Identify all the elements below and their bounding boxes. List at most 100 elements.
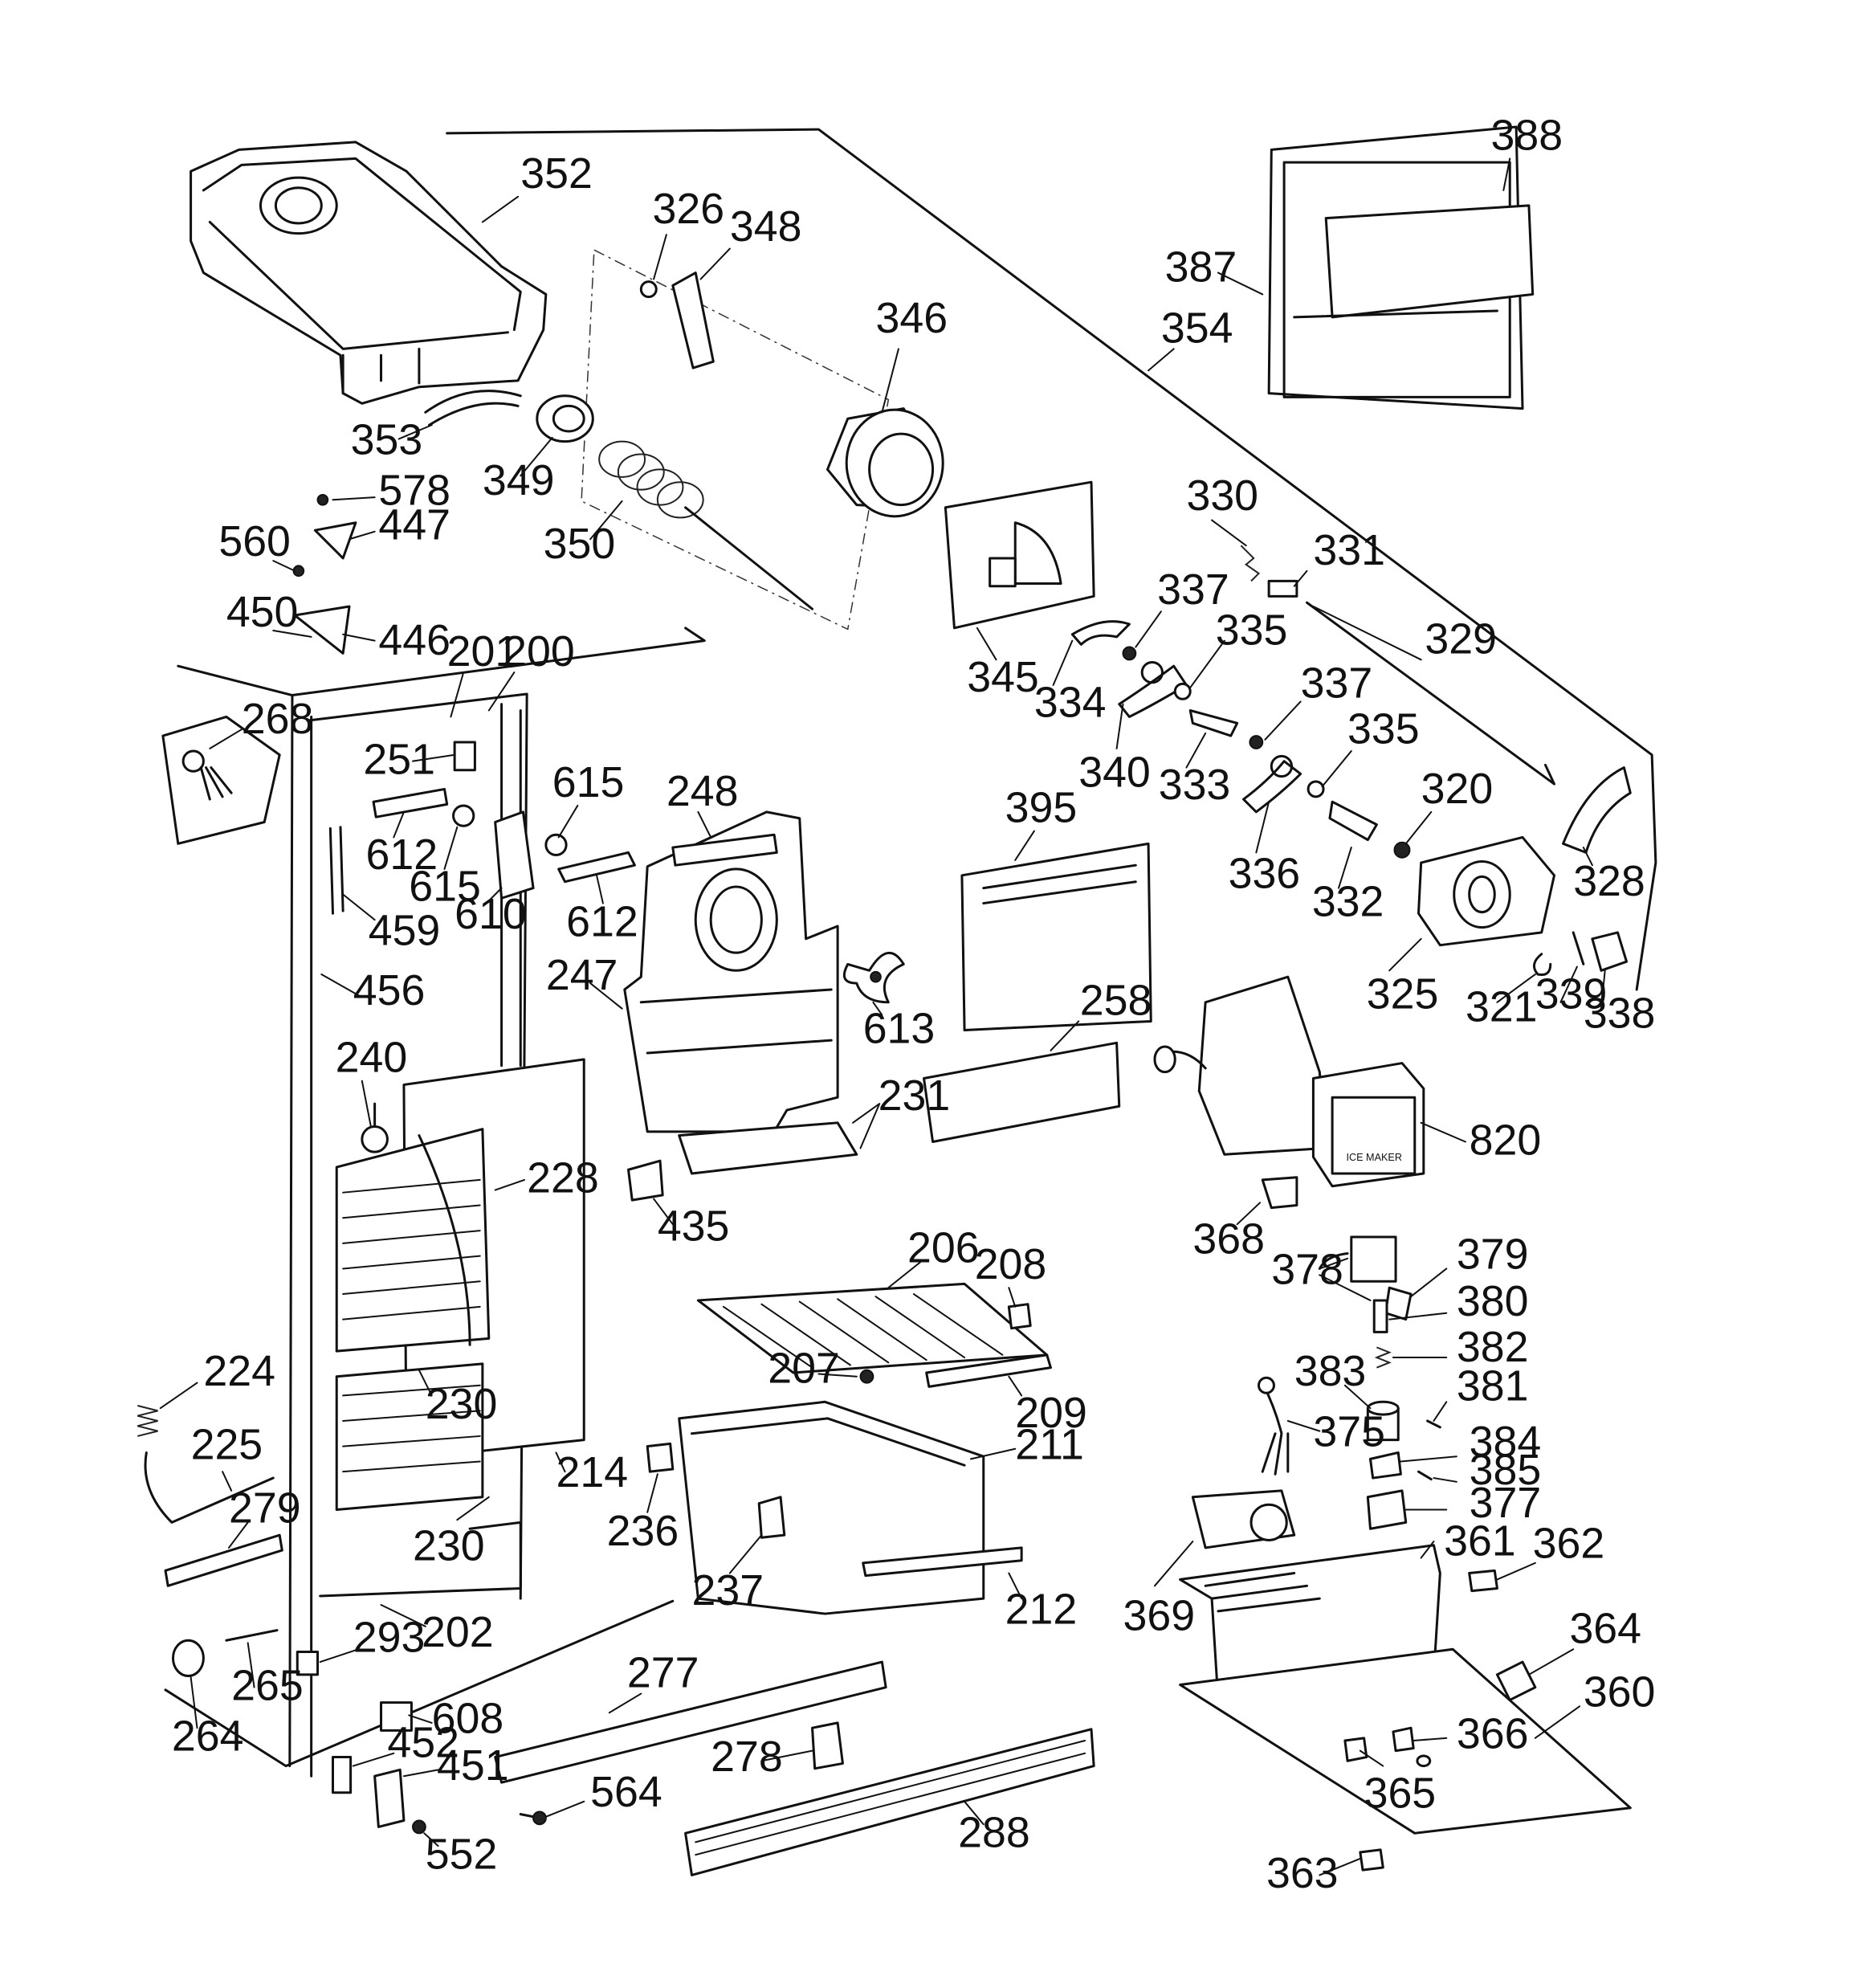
ice-maker: ICE MAKER xyxy=(1155,977,1424,1186)
part-label-248: 248 xyxy=(667,767,739,815)
connector-435 xyxy=(629,1161,663,1200)
part-label-608: 608 xyxy=(432,1695,504,1743)
part-label-230-lower: 230 xyxy=(413,1522,485,1570)
solenoid-378 xyxy=(1319,1237,1396,1281)
blade-332 xyxy=(1330,802,1376,839)
part-label-450: 450 xyxy=(226,588,299,636)
part-label-368: 368 xyxy=(1192,1214,1265,1263)
part-label-335-lower: 335 xyxy=(1347,705,1420,753)
drain-spring-224 xyxy=(137,1406,157,1436)
clip-237 xyxy=(759,1497,785,1538)
part-label-331: 331 xyxy=(1313,526,1385,574)
strip-459 xyxy=(330,827,343,913)
part-label-612-left: 612 xyxy=(366,831,438,879)
hinge-451 xyxy=(375,1770,404,1827)
part-label-378: 378 xyxy=(1271,1245,1343,1293)
part-label-329: 329 xyxy=(1425,614,1497,663)
part-label-214: 214 xyxy=(556,1448,628,1496)
part-label-293: 293 xyxy=(353,1613,426,1661)
spacer-337b xyxy=(1249,736,1262,749)
channel-279 xyxy=(165,1535,282,1586)
part-label-379: 379 xyxy=(1457,1230,1529,1278)
part-label-382: 382 xyxy=(1457,1323,1529,1371)
motor-mounting-plate-345 xyxy=(945,482,1094,628)
part-label-377: 377 xyxy=(1470,1479,1542,1527)
auger-coupler xyxy=(537,396,593,442)
part-label-362: 362 xyxy=(1533,1520,1605,1568)
part-label-380: 380 xyxy=(1457,1277,1529,1325)
part-label-361: 361 xyxy=(1444,1517,1516,1565)
clip-278 xyxy=(813,1723,843,1769)
part-label-237: 237 xyxy=(691,1566,764,1614)
bracket-612a xyxy=(373,789,447,817)
part-label-447: 447 xyxy=(378,500,450,549)
part-label-202: 202 xyxy=(422,1608,494,1656)
cylinder-383 xyxy=(1368,1402,1398,1439)
part-label-613: 613 xyxy=(863,1004,936,1052)
part-label-383: 383 xyxy=(1294,1347,1367,1395)
part-label-369: 369 xyxy=(1123,1592,1195,1640)
part-label-265: 265 xyxy=(231,1661,304,1709)
axle-265 xyxy=(226,1631,277,1641)
retainer-321 xyxy=(1534,954,1550,975)
part-label-339: 339 xyxy=(1535,970,1608,1018)
part-label-350: 350 xyxy=(544,520,616,568)
part-label-251: 251 xyxy=(363,735,435,783)
part-label-330: 330 xyxy=(1186,471,1258,520)
part-label-615-upper: 615 xyxy=(552,758,625,806)
blade-336 xyxy=(1244,756,1301,811)
clip-236 xyxy=(647,1443,673,1472)
part-label-230-upper: 230 xyxy=(426,1380,498,1428)
plunger-380 xyxy=(1374,1300,1387,1332)
part-label-564: 564 xyxy=(590,1768,662,1816)
drain-tube-225 xyxy=(145,1452,273,1522)
thermostat-240 xyxy=(362,1104,388,1152)
part-label-258: 258 xyxy=(1080,977,1152,1025)
part-label-277: 277 xyxy=(627,1649,699,1697)
part-label-381: 381 xyxy=(1457,1362,1529,1410)
clip-366 xyxy=(1393,1728,1413,1750)
part-label-360: 360 xyxy=(1584,1668,1656,1716)
part-labels: 352 326 348 346 353 349 350 578 447 560 … xyxy=(172,111,1656,1897)
part-label-337-lower: 337 xyxy=(1301,659,1373,708)
bracket-293 xyxy=(297,1651,317,1674)
part-label-375: 375 xyxy=(1313,1408,1385,1456)
part-label-820: 820 xyxy=(1470,1116,1542,1164)
part-label-209: 209 xyxy=(1015,1389,1087,1437)
part-label-332: 332 xyxy=(1312,877,1384,925)
cover-258 xyxy=(924,1043,1119,1141)
part-label-552: 552 xyxy=(426,1831,498,1879)
evaporator-coil-228 xyxy=(336,1129,489,1510)
pin-381 xyxy=(1428,1421,1441,1427)
leader-lines xyxy=(161,158,1605,1875)
part-label-333: 333 xyxy=(1159,761,1231,809)
lamp-364 xyxy=(1497,1662,1535,1700)
bracket-338 xyxy=(1592,933,1627,970)
bushing-320 xyxy=(1394,843,1409,858)
part-label-459: 459 xyxy=(369,907,441,955)
part-label-278: 278 xyxy=(711,1733,783,1781)
harness-375 xyxy=(1258,1378,1287,1474)
part-label-211: 211 xyxy=(1015,1420,1084,1468)
spacer-335a xyxy=(1175,684,1190,699)
part-label-452: 452 xyxy=(387,1719,459,1767)
screw-552 xyxy=(413,1821,426,1834)
fan-shroud-247 xyxy=(625,812,838,1132)
link-331 xyxy=(1269,581,1297,596)
part-label-225: 225 xyxy=(191,1420,263,1468)
part-label-247: 247 xyxy=(546,951,618,999)
guide-384 xyxy=(1370,1452,1400,1478)
rail-277 xyxy=(495,1662,886,1782)
clip-365 xyxy=(1345,1738,1367,1761)
bracket-231 xyxy=(679,1123,857,1174)
part-label-326: 326 xyxy=(653,185,725,233)
auger-washer-326 xyxy=(641,282,656,297)
shelf-rail-209 xyxy=(927,1355,1051,1386)
part-label-610: 610 xyxy=(455,890,527,938)
clip-328 xyxy=(1563,768,1631,853)
clip-208 xyxy=(1009,1304,1030,1329)
spring-382 xyxy=(1376,1347,1389,1367)
part-label-201: 201 xyxy=(447,627,520,676)
part-label-446: 446 xyxy=(378,616,450,664)
